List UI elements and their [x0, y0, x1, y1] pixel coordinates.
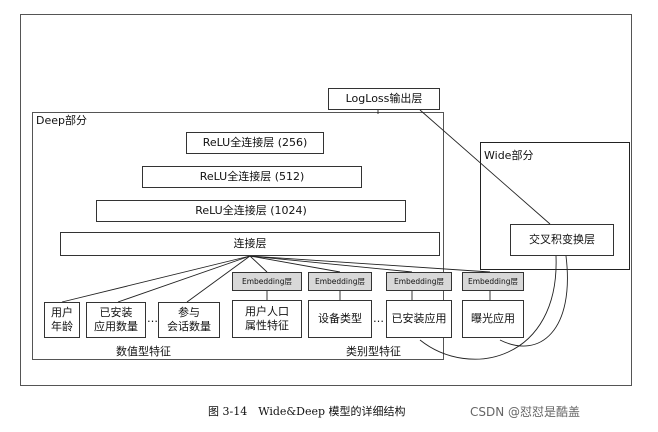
relu-layer-256: ReLU全连接层 (256)	[186, 132, 324, 154]
categorical-ellipsis: …	[373, 312, 385, 325]
link-concat-session-count	[186, 255, 251, 303]
relu-layer-512-label: ReLU全连接层 (512)	[199, 170, 305, 184]
link-logloss-wide	[419, 109, 551, 225]
feature-impression-apps: 曝光应用	[462, 300, 524, 338]
concat-layer: 连接层	[60, 232, 440, 256]
feature-user-age-label: 用户 年龄	[51, 306, 73, 333]
relu-layer-256-label: ReLU全连接层 (256)	[202, 136, 308, 150]
feature-user-age: 用户 年龄	[44, 302, 80, 338]
feature-installed-apps-label: 已安装应用	[391, 312, 447, 326]
relu-layer-1024: ReLU全连接层 (1024)	[96, 200, 406, 222]
figure-frame	[20, 14, 632, 386]
link-concat-app-count	[117, 255, 251, 303]
feature-user-demographics: 用户人口 属性特征	[232, 300, 302, 338]
link-concat-emb4	[249, 255, 491, 273]
feature-session-count: 参与 会话数量	[158, 302, 220, 338]
embedding-layer-3: Embedding层	[386, 272, 452, 291]
feature-session-count-label: 参与 会话数量	[167, 306, 211, 333]
link-concat-emb3	[249, 255, 413, 273]
cross-product-layer: 交叉积变换层	[510, 224, 614, 256]
numeric-feature-group-label: 数值型特征	[116, 345, 171, 358]
embedding-label: Embedding层	[241, 277, 293, 286]
feature-installed-apps: 已安装应用	[386, 300, 452, 338]
deep-part-frame	[32, 112, 444, 360]
relu-layer-512: ReLU全连接层 (512)	[142, 166, 362, 188]
deep-part-title: Deep部分	[36, 114, 87, 127]
wide-part-frame	[480, 142, 630, 270]
embedding-label: Embedding层	[467, 277, 519, 286]
feature-device-type-label: 设备类型	[318, 312, 362, 326]
feature-device-type: 设备类型	[308, 300, 372, 338]
logloss-output-layer: LogLoss输出层	[328, 88, 440, 110]
concat-layer-label: 连接层	[233, 237, 267, 251]
curve-installed-cross	[419, 255, 557, 360]
feature-installed-app-count: 已安装 应用数量	[86, 302, 146, 338]
cross-product-label: 交叉积变换层	[529, 233, 595, 247]
wide-part-title: Wide部分	[484, 149, 534, 162]
logloss-output-label: LogLoss输出层	[345, 92, 423, 106]
embedding-layer-2: Embedding层	[308, 272, 372, 291]
curve-impression-cross	[499, 255, 568, 347]
embedding-label: Embedding层	[314, 277, 366, 286]
embedding-layer-4: Embedding层	[462, 272, 524, 291]
feature-impression-apps-label: 曝光应用	[471, 312, 515, 326]
watermark: CSDN @怼怼是酷盖	[470, 405, 581, 419]
categorical-feature-group-label: 类别型特征	[346, 345, 401, 358]
relu-layer-1024-label: ReLU全连接层 (1024)	[195, 204, 307, 218]
figure-caption: 图 3-14 Wide&Deep 模型的详细结构	[208, 405, 406, 418]
numeric-ellipsis: …	[147, 312, 159, 325]
link-concat-age	[61, 255, 251, 303]
link-concat-emb1	[249, 255, 268, 273]
link-concat-emb2	[249, 255, 341, 273]
feature-installed-app-count-label: 已安装 应用数量	[94, 306, 138, 333]
embedding-layer-1: Embedding层	[232, 272, 302, 291]
feature-user-demographics-label: 用户人口 属性特征	[245, 305, 289, 332]
embedding-label: Embedding层	[393, 277, 445, 286]
